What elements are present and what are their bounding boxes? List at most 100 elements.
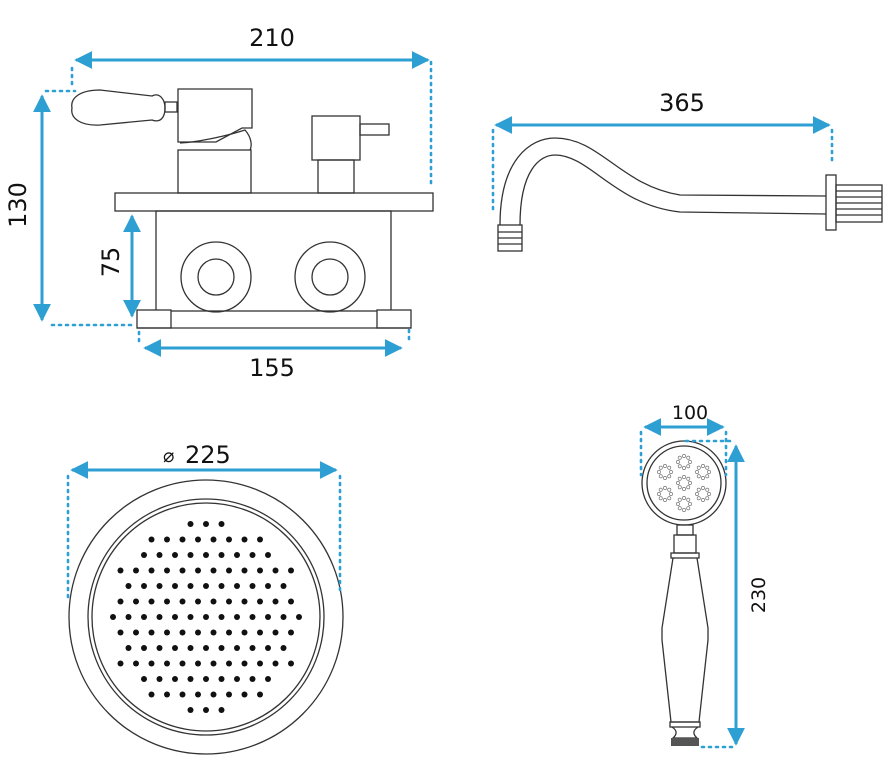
nozzle-dot [179,536,186,543]
nozzle-dot [125,645,132,651]
nozzle-dot [164,629,170,636]
hand-nozzle [677,476,682,481]
nozzle-dot [172,552,178,558]
nozzle-dot [187,676,194,682]
nozzle-dot [148,536,155,543]
nozzle-dot [249,614,256,620]
nozzle-dot [172,645,178,651]
hand-nozzle [686,464,691,469]
hand-nozzle [686,485,691,490]
nozzle-dot [156,676,163,682]
concealed-mixer [71,88,434,329]
nozzle-dot [257,629,263,636]
hand-nozzle [701,486,705,490]
hand-shower [641,440,727,746]
hand-nozzle [657,492,661,496]
nozzle-dot [203,614,209,620]
hand-nozzle [686,476,691,481]
dim-box-width: 155 [249,354,295,382]
hand-nozzle [669,492,673,496]
nozzle-dot [156,583,163,589]
nozzle-dot [210,598,217,605]
nozzle-dot [172,583,178,589]
hand-nozzle [688,481,692,485]
nozzle-dot [218,707,225,713]
hand-nozzle [676,481,680,485]
hand-nozzle [667,465,672,470]
hand-nozzle [688,502,692,506]
nozzle-dot [226,567,232,574]
nozzle-dot [218,676,225,682]
hand-nozzle [705,474,710,479]
hand-nozzle [677,485,682,490]
nozzle-dot [218,614,225,620]
dim-hand-length: 230 [748,577,770,613]
nozzle-dot [148,629,155,636]
hand-nozzle [677,464,682,469]
nozzle-dot [156,552,163,558]
nozzle-dot [241,567,248,574]
hand-nozzle [686,497,691,502]
nozzle-dot [296,614,302,620]
diverter-knob [311,115,361,161]
dim-arm-length: 365 [659,89,705,117]
shower-arm [497,137,883,252]
nozzle-dot [218,583,225,589]
nozzle-dot [148,567,155,574]
nozzle-dot [272,567,279,574]
nozzle-dot [226,691,232,698]
nozzle-dot [234,645,240,651]
hand-nozzle [667,487,672,492]
nozzle-dot [195,660,201,667]
nozzle-dot [195,629,201,636]
hand-nozzle [682,508,686,512]
nozzle-dot [141,676,147,682]
nozzle-dot [133,598,139,605]
lever-handle [71,89,166,126]
nozzle-dot [241,536,248,543]
nozzle-dot [226,536,232,543]
dim-box-height: 75 [97,247,125,278]
nozzle-dot [203,676,209,682]
nozzle-dot [272,629,279,636]
hand-nozzle [688,460,692,464]
nozzle-dot [210,660,217,667]
nozzle-dot [241,691,248,698]
nozzle-dot [203,583,209,589]
hand-nozzle [682,466,686,470]
nozzle-dot [164,536,170,543]
hand-nozzle [682,496,686,500]
hand-nozzle [677,497,682,502]
nozzle-dot [280,645,287,651]
nozzle-dot [195,691,201,698]
hand-nozzle [696,487,701,492]
nozzle-dot [249,645,256,651]
nozzle-dot [148,660,155,667]
lever-stem [177,149,252,194]
nozzle-dot [148,691,155,698]
nozzle-dot [257,691,263,698]
dim-mixer-width: 210 [249,24,295,52]
nozzle-dot [218,645,225,651]
nozzle-dot [141,614,147,620]
nozzle-dot [117,567,124,574]
nozzle-dot [288,598,294,605]
hand-nozzle [705,465,710,470]
hand-nozzle [695,470,699,474]
nozzle-dot [148,598,155,605]
hand-nozzle [696,465,701,470]
mixer-box [155,210,392,312]
nozzle-dot [265,552,271,558]
hand-nozzle [686,506,691,511]
hand-nozzle [701,476,705,480]
nozzle-dot [265,614,271,620]
hand-nozzle [696,474,701,479]
nozzle-dots [110,521,302,713]
nozzle-dot [117,598,124,605]
hand-nozzle [667,496,672,501]
nozzle-dot [241,629,248,636]
nozzle-dot [226,598,232,605]
nozzle-dot [187,707,194,713]
nozzle-dot [241,660,248,667]
nozzle-dot [195,598,201,605]
